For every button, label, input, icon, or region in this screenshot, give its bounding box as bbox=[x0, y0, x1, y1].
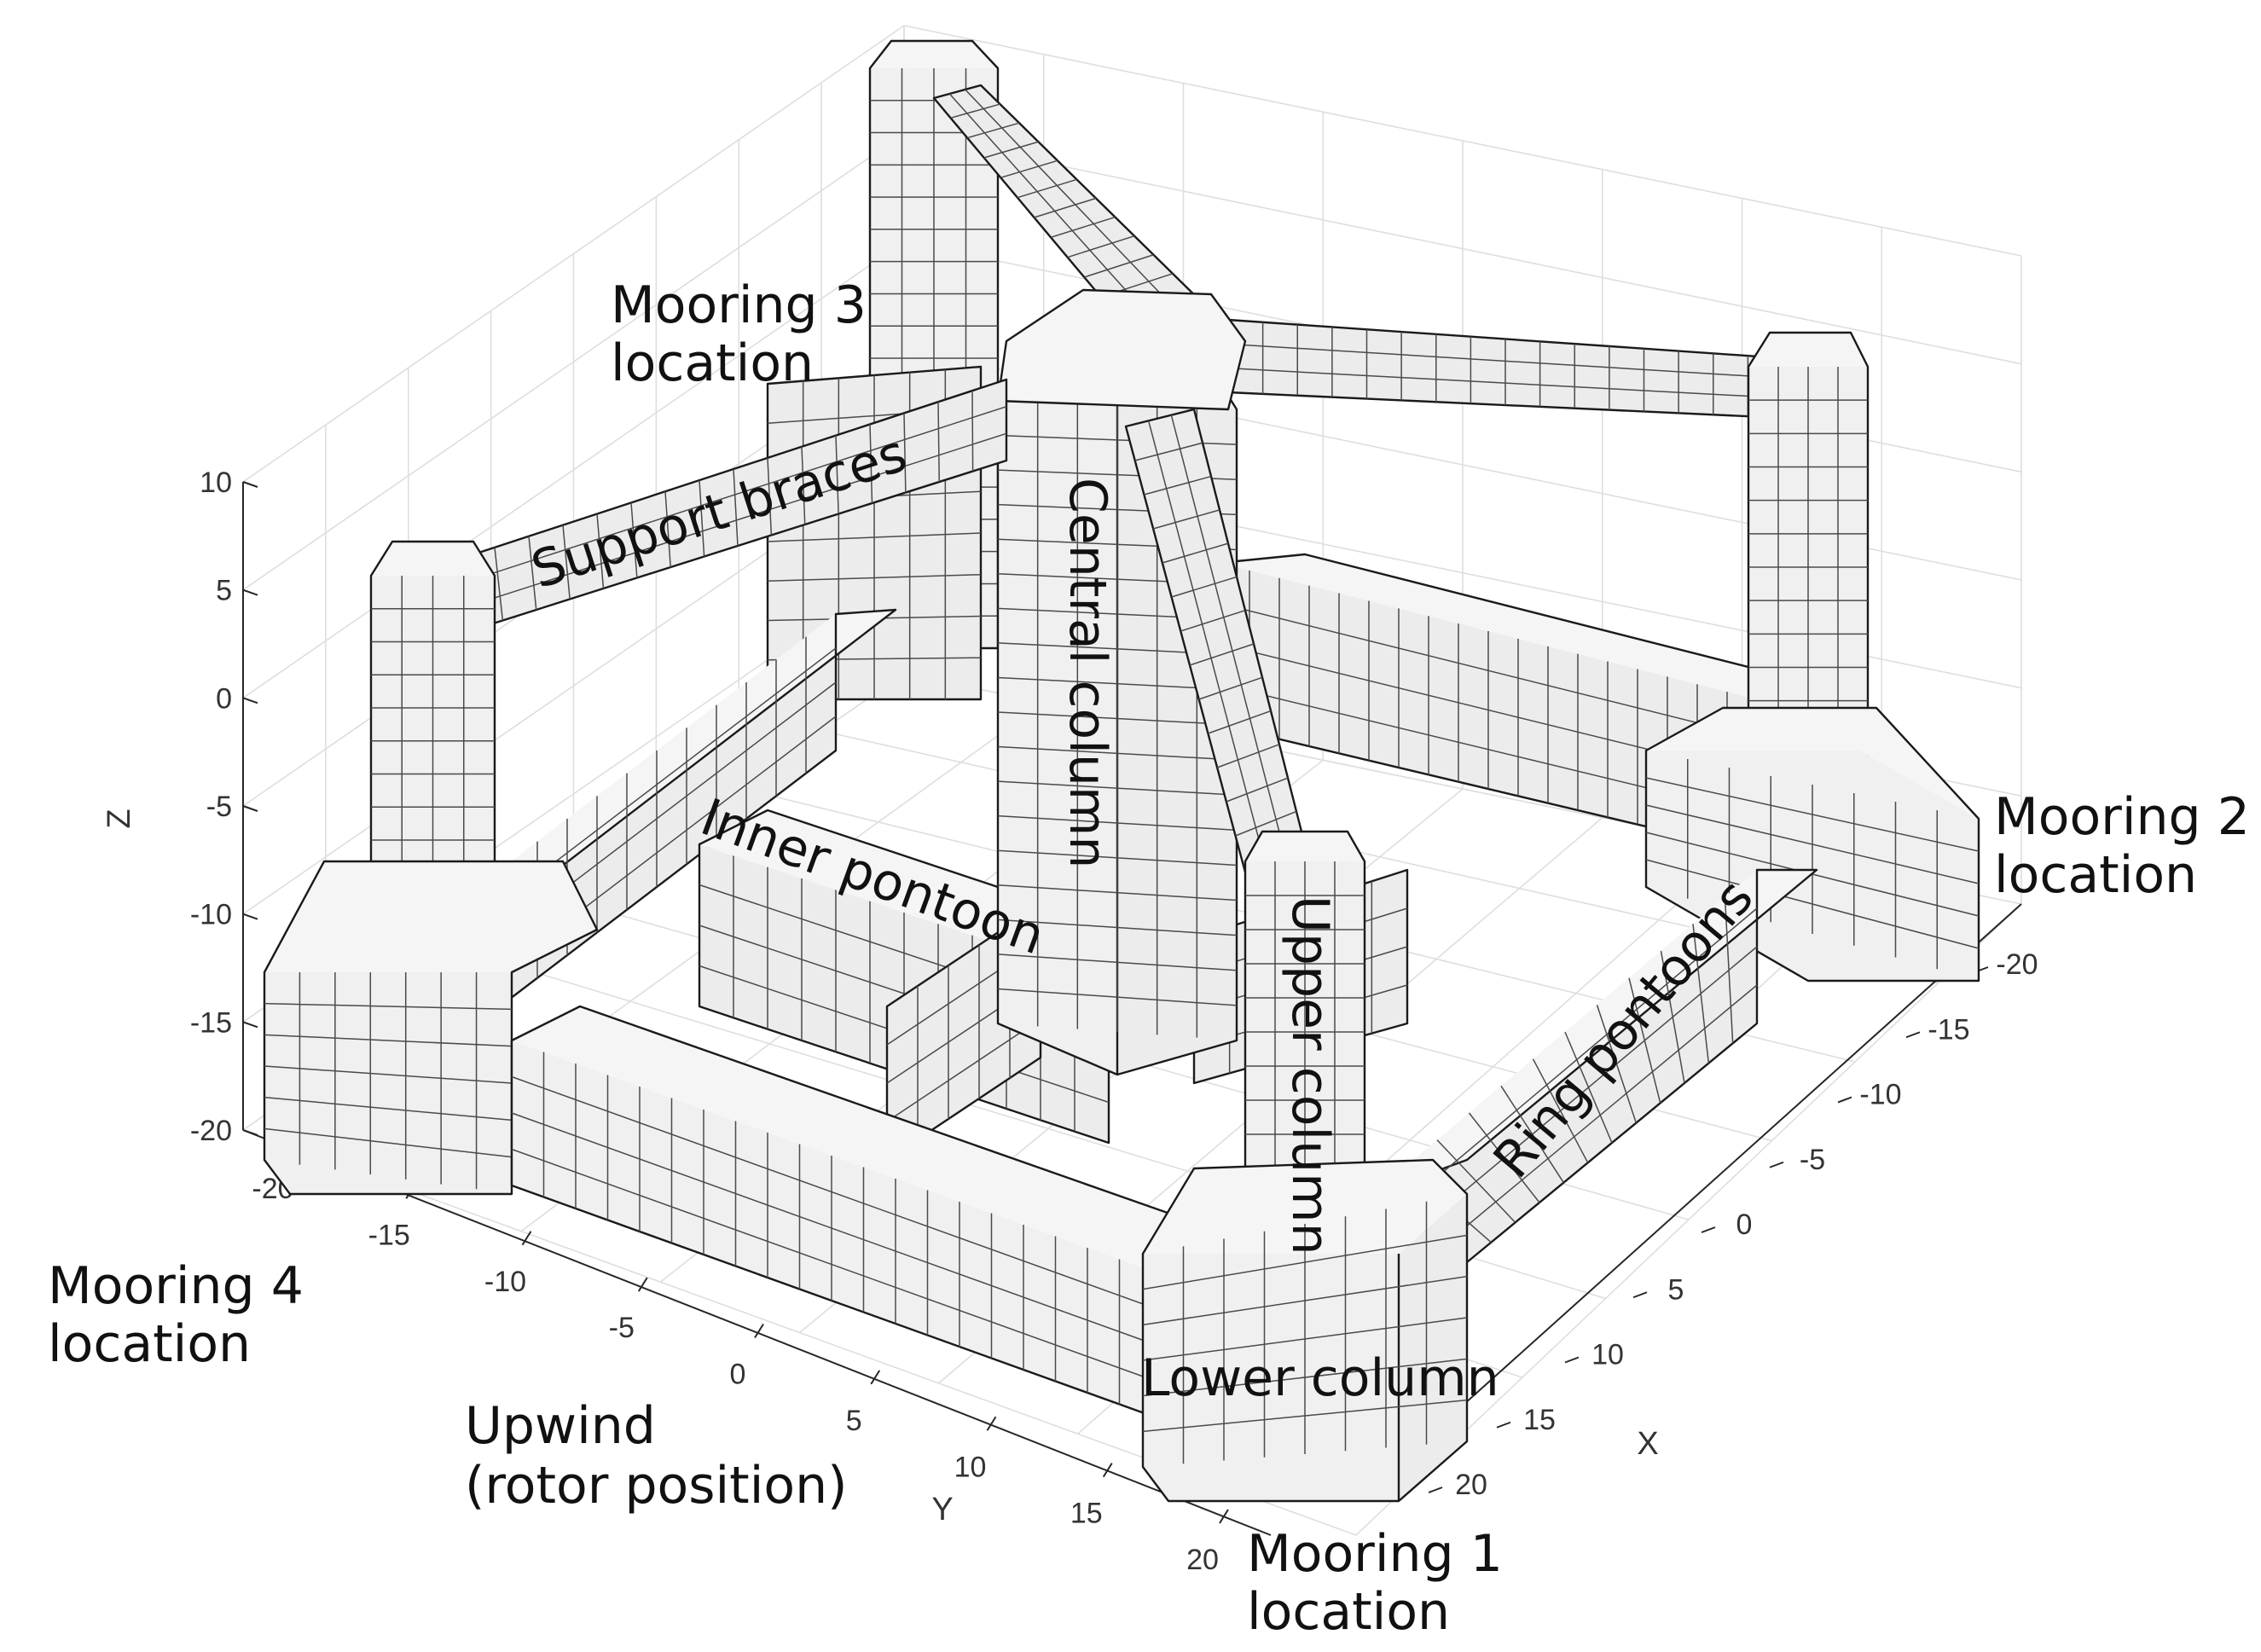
z-tick-label: -10 bbox=[190, 899, 232, 931]
y-tick-mark bbox=[754, 1323, 764, 1339]
x-tick-label: -20 bbox=[1996, 948, 2038, 981]
z-tick-label: -5 bbox=[206, 791, 232, 823]
z-tick-label: 10 bbox=[200, 467, 232, 499]
z-axis-label: Z bbox=[101, 809, 137, 828]
mooring4-label-line1: Mooring 4 bbox=[48, 1256, 304, 1316]
mooring4-label-line2: location bbox=[48, 1314, 251, 1374]
x-tick-mark bbox=[1564, 1356, 1580, 1364]
upper-column-label: Upper column bbox=[1280, 896, 1340, 1255]
mooring1-lower-column bbox=[1141, 1158, 1469, 1503]
z-tick-mark bbox=[242, 697, 258, 704]
upwind-label-line1: Upwind bbox=[465, 1396, 656, 1456]
z-tick-mark bbox=[242, 588, 258, 596]
brace-to-mooring2 bbox=[1226, 318, 1784, 420]
y-tick-label: 20 bbox=[1186, 1544, 1219, 1576]
x-tick-label: 5 bbox=[1668, 1273, 1684, 1306]
y-tick-mark bbox=[1102, 1463, 1113, 1478]
z-tick-mark bbox=[242, 1021, 258, 1029]
x-tick-label: 0 bbox=[1736, 1209, 1753, 1241]
y-axis-label: Y bbox=[931, 1492, 953, 1527]
z-ticks: 10 5 0 -5 -10 -15 -20 bbox=[190, 467, 258, 1147]
mooring3-label-line1: Mooring 3 bbox=[611, 275, 867, 335]
central-column-label: Central column bbox=[1058, 478, 1117, 868]
z-tick-mark bbox=[242, 481, 258, 488]
y-tick-label: 10 bbox=[954, 1451, 987, 1483]
z-tick-label: -20 bbox=[190, 1115, 232, 1147]
y-tick-mark bbox=[521, 1231, 532, 1246]
y-tick-label: 15 bbox=[1070, 1498, 1103, 1530]
z-tick-label: -15 bbox=[190, 1006, 232, 1039]
x-tick-mark bbox=[1905, 1031, 1921, 1039]
y-tick-mark bbox=[986, 1416, 997, 1431]
x-ticks: -20 -15 -10 -5 0 5 10 15 20 bbox=[1428, 948, 2038, 1501]
y-tick-label: -15 bbox=[368, 1219, 410, 1251]
y-tick-mark bbox=[637, 1277, 648, 1292]
x-tick-label: 15 bbox=[1523, 1404, 1556, 1436]
z-tick-label: 5 bbox=[216, 575, 232, 607]
mooring2-label-line1: Mooring 2 bbox=[1994, 787, 2250, 847]
z-tick-mark bbox=[242, 805, 258, 812]
central-top-junction bbox=[996, 288, 1247, 411]
mooring1-label-line1: Mooring 1 bbox=[1247, 1524, 1503, 1584]
x-axis-label: X bbox=[1637, 1426, 1658, 1462]
upwind-label-line2: (rotor position) bbox=[465, 1456, 848, 1516]
z-tick-label: 0 bbox=[216, 682, 232, 715]
x-tick-label: 10 bbox=[1591, 1339, 1624, 1371]
x-tick-label: -10 bbox=[1859, 1079, 1901, 1111]
x-tick-mark bbox=[1769, 1161, 1784, 1168]
mooring1-label-line2: location bbox=[1247, 1582, 1450, 1642]
mooring2-label-line2: location bbox=[1994, 845, 2197, 905]
y-tick-label: -10 bbox=[484, 1266, 526, 1298]
x-tick-label: 20 bbox=[1455, 1469, 1487, 1501]
x-tick-mark bbox=[1837, 1096, 1852, 1104]
mooring4-lower-column bbox=[263, 860, 599, 1196]
x-tick-mark bbox=[1632, 1291, 1648, 1299]
x-tick-mark bbox=[1428, 1487, 1443, 1493]
y-tick-label: 5 bbox=[846, 1405, 862, 1437]
y-tick-label: -5 bbox=[609, 1312, 635, 1344]
y-tick-mark bbox=[870, 1370, 881, 1385]
mooring3-label-line2: location bbox=[611, 333, 814, 393]
z-axis: 10 5 0 -5 -10 -15 -20 Z bbox=[101, 467, 258, 1147]
mooring2-column bbox=[1747, 331, 1870, 769]
platform-structure bbox=[263, 39, 1980, 1503]
x-tick-label: -15 bbox=[1928, 1013, 1969, 1046]
z-tick-mark bbox=[242, 913, 258, 920]
y-tick-label: 0 bbox=[730, 1359, 746, 1391]
y-tick-mark bbox=[1219, 1509, 1229, 1524]
lower-column-label: Lower column bbox=[1141, 1348, 1499, 1408]
x-axis: -20 -15 -10 -5 0 5 10 15 20 X bbox=[1355, 903, 2038, 1502]
x-tick-label: -5 bbox=[1800, 1144, 1825, 1176]
x-tick-mark bbox=[1701, 1226, 1716, 1233]
x-tick-mark bbox=[1496, 1421, 1511, 1429]
